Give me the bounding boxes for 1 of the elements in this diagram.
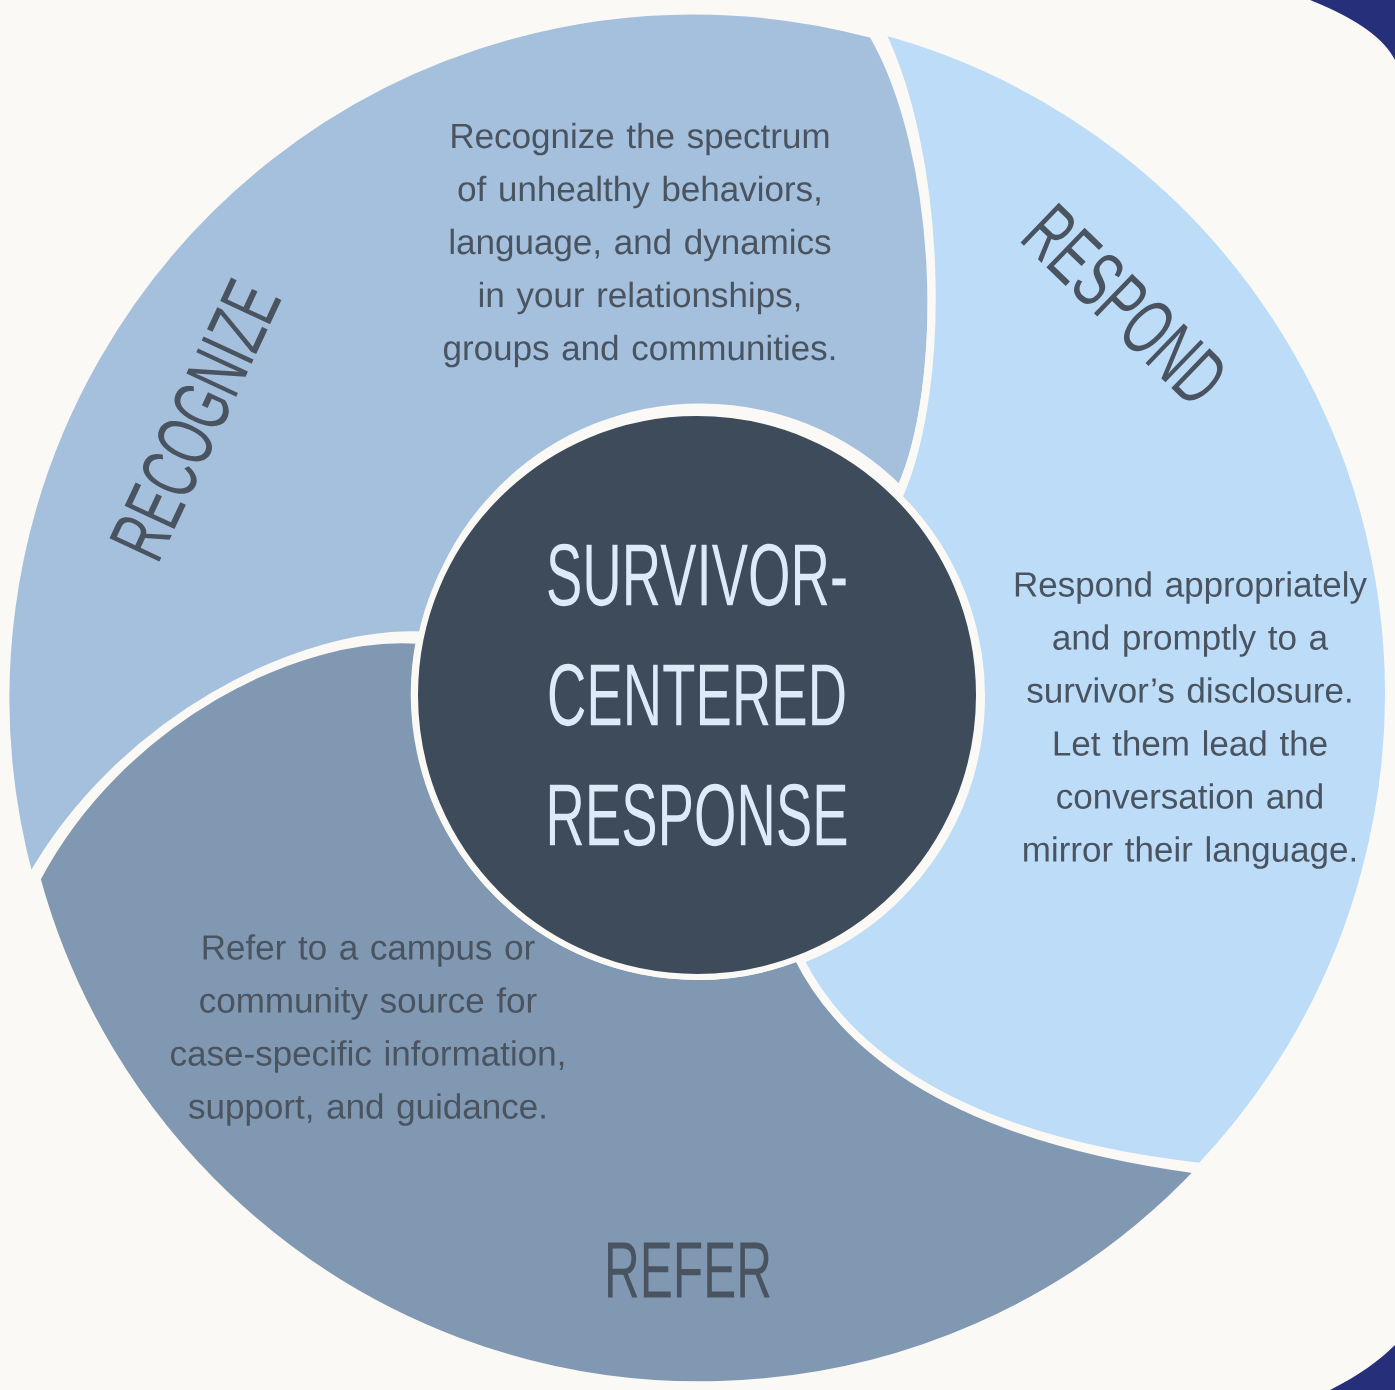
segment-heading: REFER: [608, 1242, 770, 1298]
